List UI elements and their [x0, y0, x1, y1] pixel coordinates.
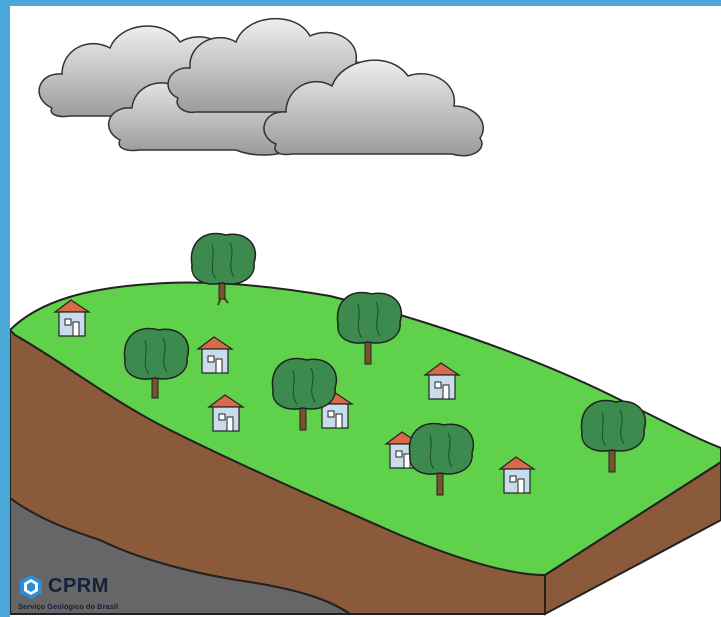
landslide-scene [10, 6, 721, 617]
logo-subtitle: Serviço Geológico do Brasil [18, 602, 118, 611]
cprm-logo-icon [18, 574, 44, 600]
cprm-logo: CPRM Serviço Geológico do Brasil [18, 572, 168, 617]
illustration-frame [10, 6, 721, 617]
logo-name: CPRM [48, 575, 109, 598]
